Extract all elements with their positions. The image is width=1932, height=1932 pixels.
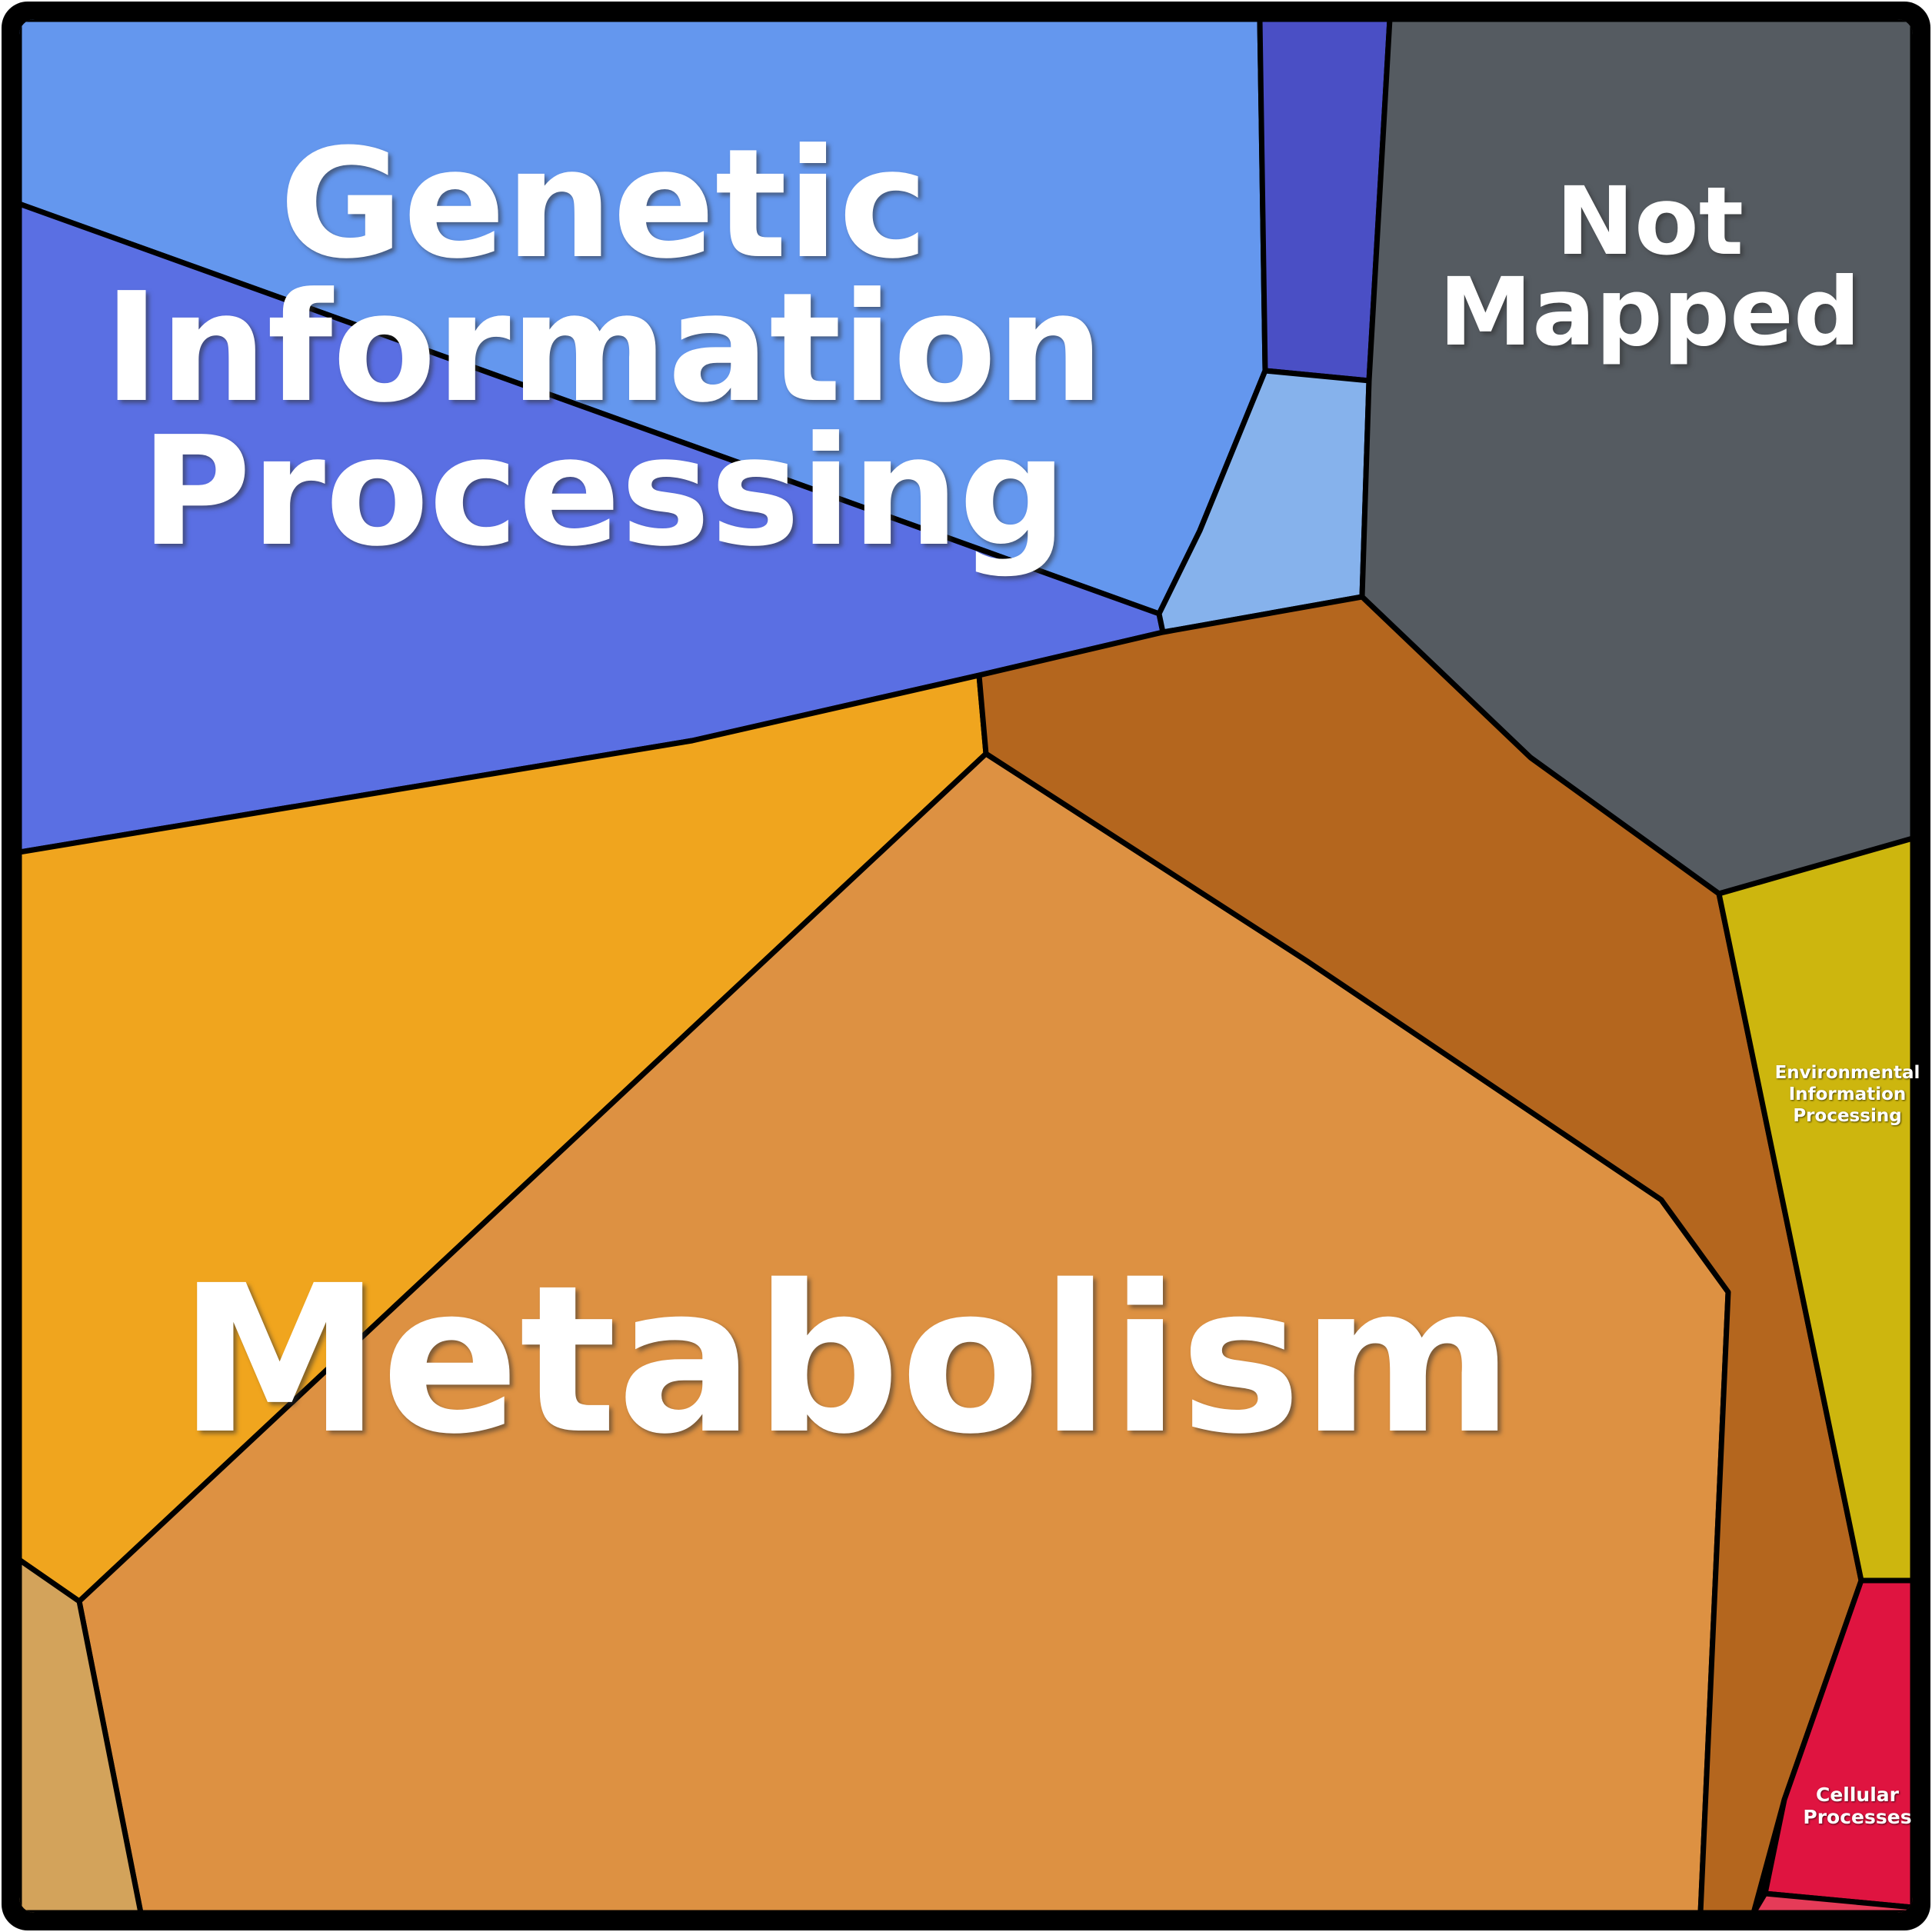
environmental-information-processing-cell[interactable]: [1716, 835, 1913, 1584]
regions-layer: [19, 19, 1913, 1913]
metabolism-cell-tan[interactable]: [19, 1557, 144, 1913]
cellular-processes-cell-2[interactable]: [1750, 1890, 1913, 1913]
metabolism-cell-brown[interactable]: [976, 594, 1864, 1913]
